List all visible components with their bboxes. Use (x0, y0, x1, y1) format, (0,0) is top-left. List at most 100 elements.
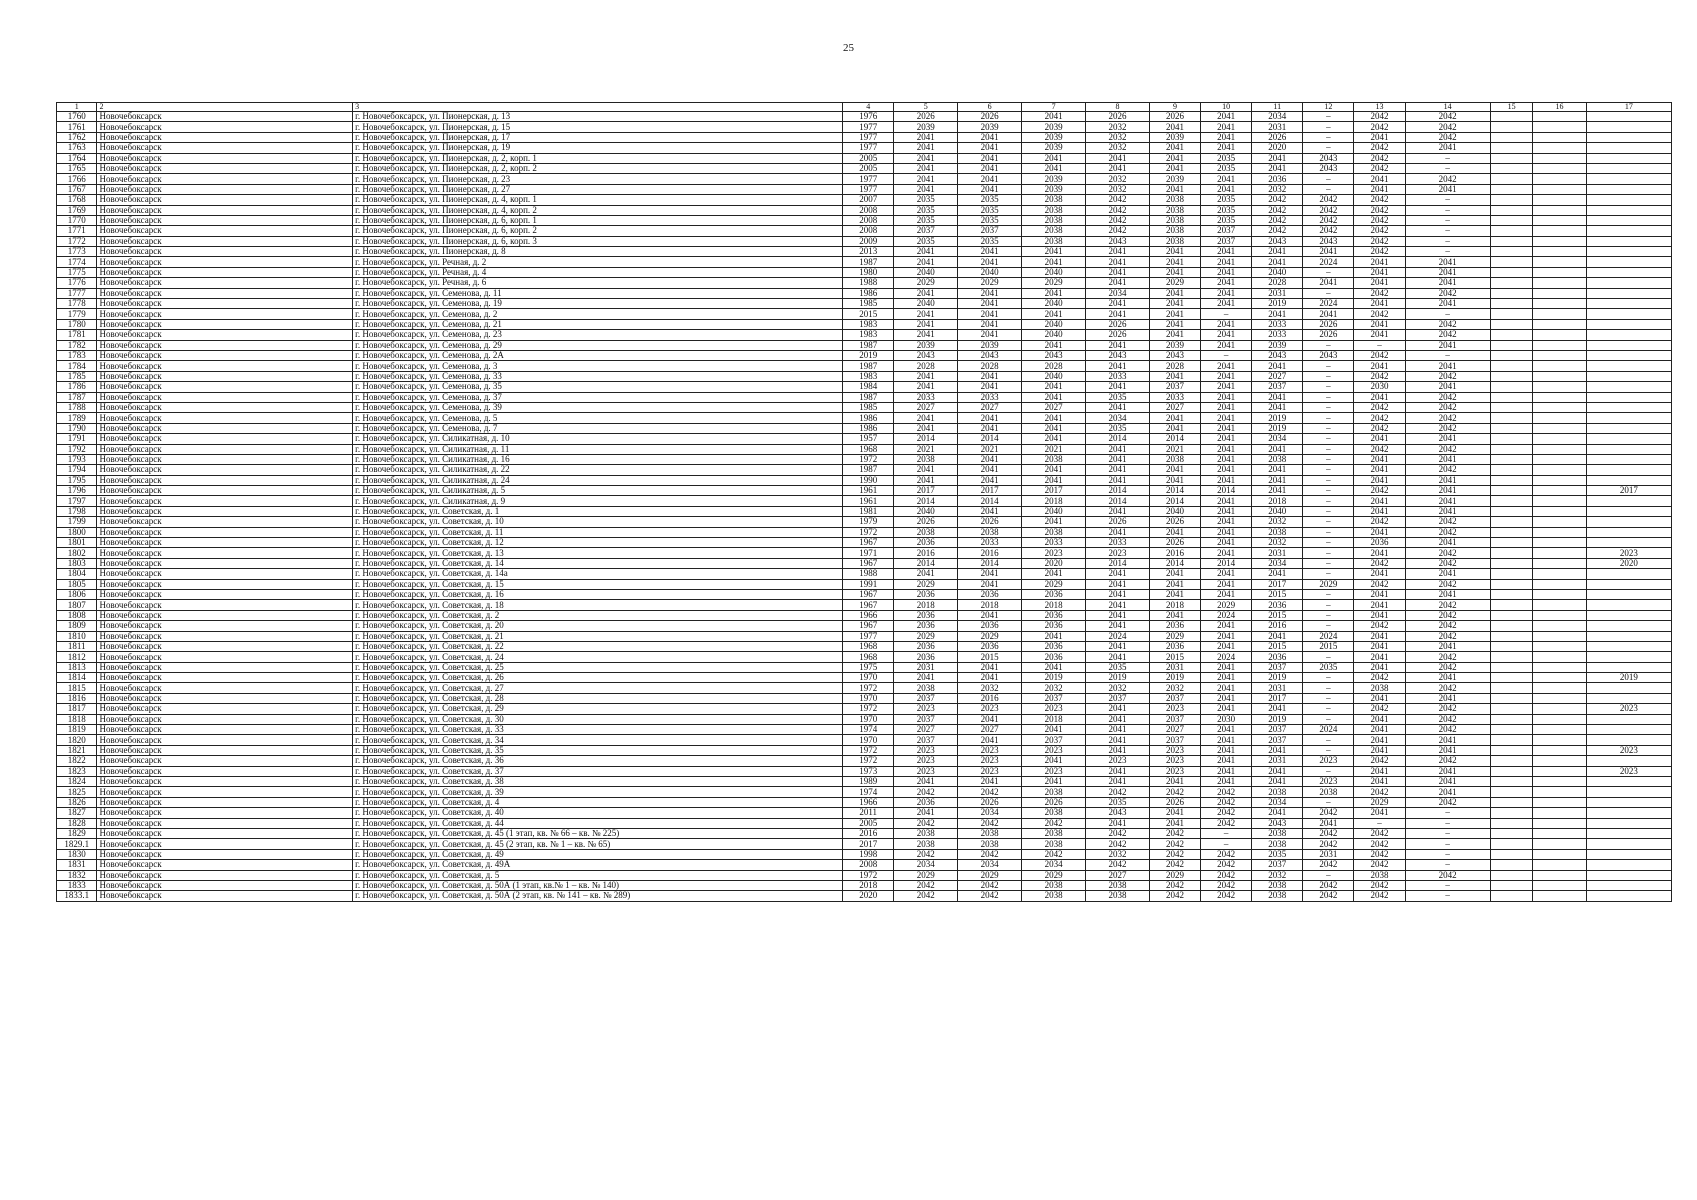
table-cell (1585, 827, 1673, 840)
table-cell: 2040 (893, 266, 959, 279)
table-cell: – (1404, 807, 1491, 819)
table-cell: 2015 (1148, 651, 1202, 663)
table-cell (1585, 578, 1673, 590)
table-cell: 2042 (957, 848, 1023, 861)
table-cell (1489, 360, 1534, 372)
table-cell (1585, 640, 1673, 653)
table-cell: 2039 (1148, 173, 1202, 185)
table-cell: 2041 (957, 329, 1023, 341)
table-cell: – (1404, 890, 1491, 902)
table-cell: 2034 (1021, 859, 1087, 871)
table-cell: – (1302, 412, 1355, 424)
table-cell: Новочебоксарск (96, 765, 354, 778)
table-cell: 2042 (1404, 412, 1491, 424)
table-cell: 2041 (1353, 183, 1406, 196)
table-cell: 2041 (1200, 692, 1253, 705)
table-cell: 1814 (55, 672, 98, 684)
table-cell: 2036 (1251, 173, 1304, 185)
table-cell: 1798 (55, 505, 98, 518)
table-cell (1489, 298, 1534, 310)
table-cell: 2041 (1085, 765, 1150, 778)
table-cell: Новочебоксарск (96, 734, 354, 746)
table-cell (1585, 422, 1673, 435)
table-cell: 2038 (1251, 827, 1304, 840)
table-cell: 2043 (1148, 349, 1202, 362)
table-cell: 2013 (842, 246, 895, 258)
table-cell: 2014 (893, 495, 959, 507)
table-cell: 2041 (957, 422, 1023, 435)
table-cell: 2041 (1404, 453, 1491, 466)
table-cell (1532, 692, 1587, 705)
table-cell: 2042 (1404, 651, 1491, 663)
table-cell: 2042 (1353, 235, 1406, 248)
table-cell: 2037 (893, 692, 959, 705)
table-cell: 2018 (1021, 495, 1087, 507)
table-cell: 2041 (1200, 183, 1253, 196)
table-cell: 2023 (1585, 703, 1673, 715)
table-cell (1532, 464, 1587, 476)
table-cell: 1987 (842, 339, 895, 352)
table-cell (1489, 547, 1534, 559)
table-cell: 2008 (842, 859, 895, 871)
table-cell: 2041 (1085, 162, 1150, 175)
table-cell: 2020 (842, 890, 895, 902)
table-cell: 2014 (1085, 495, 1150, 507)
table-cell: 2038 (1148, 214, 1202, 227)
table-cell (1532, 838, 1587, 850)
table-cell: 2042 (1404, 630, 1491, 642)
table-cell: 2042 (1353, 246, 1406, 258)
table-cell: 2041 (1200, 443, 1253, 455)
table-cell: 1782 (55, 339, 98, 352)
table-cell (1489, 443, 1534, 455)
table-cell: 2041 (1021, 412, 1087, 424)
table-cell: 2042 (1404, 713, 1491, 726)
table-cell (1532, 443, 1587, 455)
table-cell: 1762 (55, 131, 98, 144)
table-cell: 2042 (1302, 214, 1355, 227)
table-cell: 2041 (1200, 682, 1253, 694)
table-cell (1532, 142, 1587, 154)
table-cell: 2008 (842, 225, 895, 237)
table-cell: г. Новочебоксарск, ул. Советская, д. 18 (352, 599, 844, 611)
table-cell (1532, 422, 1587, 435)
table-cell (1585, 381, 1673, 393)
table-cell (1585, 370, 1673, 383)
table-cell: 1830 (55, 848, 98, 861)
table-cell: 2042 (893, 817, 959, 829)
table-cell (1585, 713, 1673, 726)
table-cell: 1972 (842, 453, 895, 466)
table-cell: – (1302, 651, 1355, 663)
table-cell: 2040 (1021, 318, 1087, 331)
table-cell: 2041 (1353, 734, 1406, 746)
table-cell: г. Новочебоксарск, ул. Советская, д. 29 (352, 703, 844, 715)
table-cell: 2038 (1251, 879, 1304, 892)
table-cell: 2037 (1021, 734, 1087, 746)
table-cell: 2041 (1353, 775, 1406, 788)
table-cell: 2033 (1251, 329, 1304, 341)
table-cell: 2041 (1148, 422, 1202, 435)
table-cell: 1968 (842, 651, 895, 663)
table-cell: 2042 (1353, 620, 1406, 632)
table-cell: 2032 (1085, 848, 1150, 861)
table-cell: 2041 (1085, 620, 1150, 632)
column-header: 15 (1489, 102, 1534, 112)
table-cell: 2026 (957, 796, 1023, 809)
table-cell: 2041 (1404, 692, 1491, 705)
table-cell: 1977 (842, 142, 895, 154)
table-cell: 2042 (1404, 464, 1491, 476)
table-cell: 2038 (1085, 890, 1150, 902)
table-cell: г. Новочебоксарск, ул. Силикатная, д. 22 (352, 464, 844, 476)
table-cell: 2042 (1353, 755, 1406, 767)
table-cell (1585, 256, 1673, 268)
table-cell: 2029 (1148, 630, 1202, 642)
